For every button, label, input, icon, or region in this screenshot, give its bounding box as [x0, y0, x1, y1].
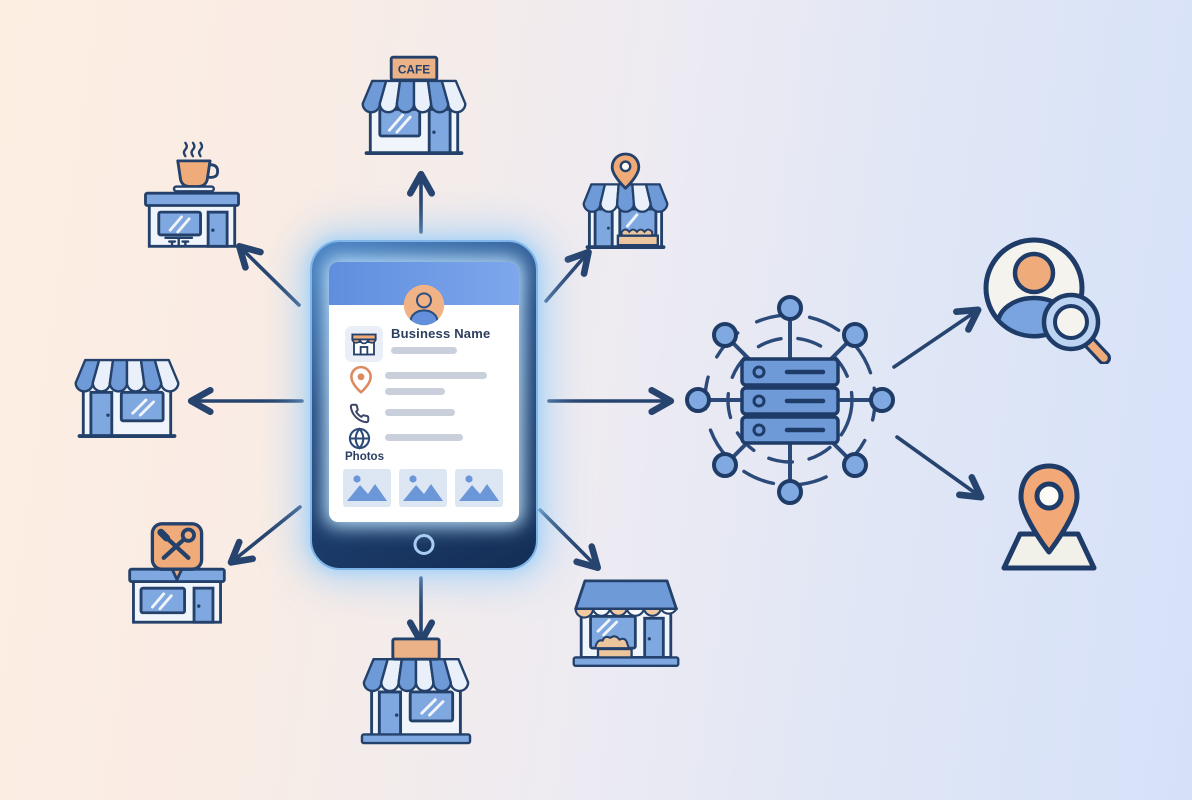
bakery-body	[572, 605, 680, 667]
coffee-shop-table	[164, 236, 194, 247]
hub-dashed-rings	[703, 313, 877, 487]
cafe-sign: CAFE	[389, 55, 439, 82]
bottom-store-body	[360, 678, 472, 745]
hub-nodes	[685, 295, 895, 505]
store-location-pin-icon	[610, 152, 641, 190]
arrow-hub-to-customer-search	[892, 306, 982, 369]
pinned-storefront-icon	[582, 152, 669, 249]
pinned-store-display	[620, 228, 654, 237]
tablet-home-button	[413, 534, 435, 555]
cafe-window	[378, 107, 422, 138]
left-store-window	[119, 390, 165, 423]
coffee-shop-roof	[144, 191, 240, 207]
arrow-tablet-to-pinned-store	[544, 248, 592, 303]
map-location-pin-icon	[1001, 463, 1097, 571]
photo-placeholder-icon	[347, 475, 387, 501]
globe-icon	[348, 427, 371, 450]
coffee-shop-building	[144, 191, 240, 248]
repair-shop-window	[139, 586, 186, 615]
tools-badge	[150, 522, 204, 582]
phone-icon	[349, 403, 370, 424]
server-stack	[740, 357, 840, 445]
storefront-icon	[351, 333, 377, 355]
photo-thumbnail	[343, 469, 391, 507]
profile-avatar	[403, 284, 445, 326]
awning-storefront-icon	[74, 358, 180, 438]
placeholder-line	[385, 409, 455, 416]
photo-placeholder-icon	[403, 475, 443, 501]
sign-storefront-icon	[360, 637, 472, 745]
business-name: Business Name	[391, 326, 491, 341]
bakery-bread	[594, 635, 630, 650]
arrow-tablet-to-coffee-shop	[235, 243, 301, 307]
pinned-store-awning	[582, 183, 669, 213]
arrow-hub-to-map-location	[895, 435, 985, 501]
customer-search-icon	[983, 237, 1111, 364]
coffee-cup	[172, 159, 220, 193]
bottom-store-awning	[362, 657, 470, 693]
bakery-door	[643, 616, 665, 659]
magnifier-icon	[1041, 292, 1111, 364]
repair-shop-building	[128, 567, 226, 624]
photo-placeholder-icon	[459, 475, 499, 501]
map-pin	[1018, 463, 1080, 555]
left-store-body	[77, 379, 177, 438]
wrench-screwdriver-icon	[157, 527, 196, 560]
photo-thumbnail	[455, 469, 503, 507]
bottom-store-blank-sign	[391, 637, 441, 661]
arrow-tablet-to-bakery	[538, 508, 602, 572]
arrow-tablet-to-repair-shop	[227, 505, 302, 566]
coffee-shop-icon	[144, 141, 240, 248]
coffee-steam	[182, 141, 204, 158]
repair-shop-door	[192, 586, 215, 624]
bakery-storefront-icon	[572, 579, 680, 667]
cafe-door	[427, 107, 452, 155]
placeholder-line	[391, 347, 457, 354]
cafe-storefront-icon: CAFE	[361, 55, 467, 155]
photo-thumbnail	[399, 469, 447, 507]
placeholder-line	[385, 372, 487, 379]
repair-shop-icon	[128, 522, 226, 624]
bottom-store-window	[408, 690, 455, 723]
photos-label: Photos	[345, 451, 384, 463]
business-profile-tablet: Business Name Photos	[310, 240, 538, 570]
cafe-awning	[361, 79, 467, 114]
cafe-sign-text: CAFE	[398, 62, 430, 76]
business-icon-box	[345, 326, 383, 362]
server-network-icon	[685, 295, 895, 505]
placeholder-line	[385, 434, 463, 441]
left-store-awning	[74, 358, 180, 393]
tablet-screen: Business Name Photos	[329, 262, 519, 522]
coffee-shop-door	[206, 210, 229, 248]
location-pin-icon	[350, 365, 372, 394]
placeholder-line	[385, 388, 445, 395]
bakery-awning	[574, 579, 679, 619]
